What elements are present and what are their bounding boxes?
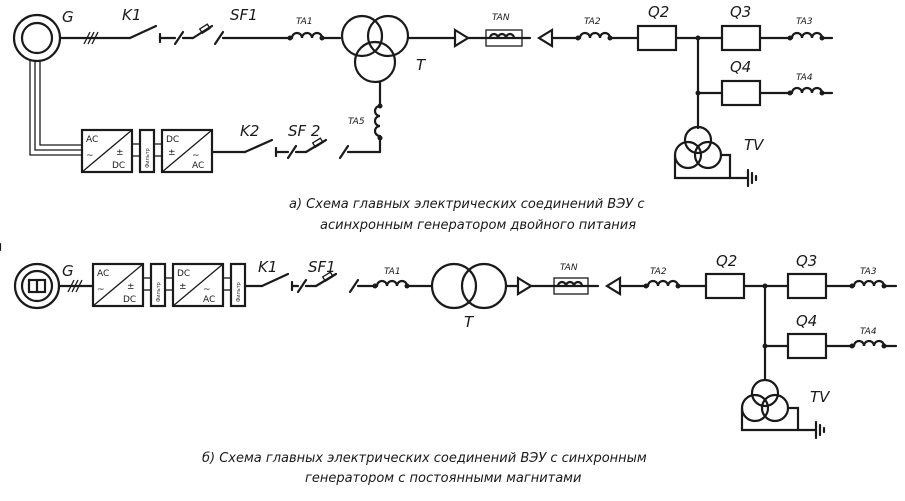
q2-label-a: Q2 (648, 3, 669, 21)
filter-label-b1: Фильтр (156, 282, 162, 302)
tv-label-b: TV (810, 388, 831, 406)
conv2-tilde-a: ~ (192, 151, 200, 161)
breaker-q3-b (786, 272, 828, 300)
caption-b-line2: генератором с постоянными магнитами (305, 471, 581, 486)
converter-dc-ac-b: DC ± ~ AC (171, 262, 225, 308)
breaker-q2-a (636, 24, 678, 52)
breaker-k1-b (260, 272, 294, 292)
breaker-q3-a (720, 24, 762, 52)
current-transformer-ta2-a (575, 31, 613, 41)
q4-label-b: Q4 (796, 312, 817, 330)
voltage-transformer-tv-a (673, 125, 758, 188)
conv1-ac-a: AC (86, 135, 98, 145)
conv2-dc-a: DC (166, 135, 179, 145)
switch-sf1-label-a: SF1 (230, 6, 258, 24)
converter-ac-dc-b: AC ~ ± DC (91, 262, 145, 308)
breaker-k1-label-a: K1 (122, 6, 141, 24)
filter-label-b2: Фильтр (236, 282, 242, 302)
ta4-label-b: TA4 (860, 327, 877, 337)
ta1-label-b: TA1 (384, 267, 401, 277)
conv2-pm-b: ± (179, 282, 187, 292)
breaker-k2-label-a: K2 (240, 122, 259, 140)
ta4-label-a: TA4 (796, 73, 813, 83)
q4-label-a: Q4 (730, 58, 751, 76)
conv1-pm-b: ± (127, 282, 135, 292)
filter-b1: Фильтр (149, 262, 167, 308)
tan-label-b: TAN (560, 263, 578, 273)
ta3-label-b: TA3 (860, 267, 877, 277)
conv1-ac-b: AC (97, 269, 109, 279)
switch-sf1-a (173, 23, 225, 46)
transformer-t-a (340, 14, 410, 84)
filter-label-a: Фильтр (145, 148, 151, 168)
tan-group-a (453, 28, 554, 48)
tan-group-b (516, 276, 622, 296)
conv2-ac-b: AC (203, 295, 215, 305)
q2-label-b: Q2 (716, 252, 737, 270)
conv2-tilde-b: ~ (203, 285, 211, 295)
current-transformer-ta1-b (372, 279, 410, 289)
current-transformer-ta4-b (849, 339, 887, 349)
conv1-tilde-b: ~ (97, 285, 105, 295)
filter-b2: Фильтр (229, 262, 247, 308)
ta2-label-b: TA2 (650, 267, 667, 277)
conv1-dc-a: DC (112, 161, 125, 171)
conv1-tilde-a: ~ (86, 151, 94, 161)
converter-dc-ac-a: DC ± ~ AC (160, 128, 214, 174)
breaker-q2-b (704, 272, 746, 300)
switch-sf1-label-b: SF1 (308, 258, 336, 276)
caption-a-line1: а) Схема главных электрических соединени… (289, 197, 644, 212)
voltage-transformer-tv-b (740, 378, 826, 440)
caption-b-line1: б) Схема главных электрических соединени… (202, 451, 647, 466)
transformer-label-a: T (416, 56, 427, 74)
generator-label-a: G (62, 8, 74, 26)
breaker-k1-a (128, 24, 162, 44)
switch-sf2-a (286, 137, 350, 160)
phase-ticks-b (67, 279, 83, 293)
transformer-t-b (430, 262, 508, 310)
current-transformer-ta5-a (373, 103, 383, 141)
q3-label-a: Q3 (730, 3, 751, 21)
tan-label-a: TAN (492, 13, 510, 23)
current-transformer-ta4-a (787, 86, 825, 96)
breaker-q4-a (720, 79, 762, 107)
switch-sf2-label-a: SF 2 (288, 122, 320, 140)
breaker-k2-a (243, 138, 278, 158)
filter-a: Фильтр (138, 128, 156, 174)
breaker-q4-b (786, 332, 828, 360)
current-transformer-ta3-a (787, 31, 825, 41)
ta2-label-a: TA2 (584, 17, 601, 27)
tv-label-a: TV (744, 136, 765, 154)
q3-label-b: Q3 (796, 252, 817, 270)
breaker-k1-label-b: K1 (258, 258, 277, 276)
generator-label-b: G (62, 262, 74, 280)
switch-sf1-b (296, 271, 360, 294)
conv1-dc-b: DC (123, 295, 136, 305)
conv1-pm-a: ± (116, 148, 124, 158)
transformer-label-b: T (464, 313, 475, 331)
conv2-dc-b: DC (177, 269, 190, 279)
converter-ac-dc-a: AC ~ ± DC (80, 128, 134, 174)
phase-ticks-a (83, 31, 99, 45)
generator-a (12, 13, 62, 63)
scheme-b: G AC ~ ± DC Фильтр DC ± ~ (0, 242, 898, 486)
current-transformer-ta1-a (287, 31, 325, 41)
current-transformer-ta3-b (849, 279, 887, 289)
ta5-label-a: TA5 (348, 117, 365, 127)
rotor-feed-lines-a (29, 61, 82, 156)
generator-b (13, 262, 61, 310)
ta3-label-a: TA3 (796, 17, 813, 27)
conv2-pm-a: ± (168, 148, 176, 158)
ta1-label-a: TA1 (296, 17, 313, 27)
scheme-a: G K1 SF1 TA1 (12, 3, 834, 233)
current-transformer-ta2-b (643, 279, 681, 289)
conv2-ac-a: AC (192, 161, 204, 171)
caption-a-line2: асинхронным генератором двойного питания (320, 218, 636, 233)
